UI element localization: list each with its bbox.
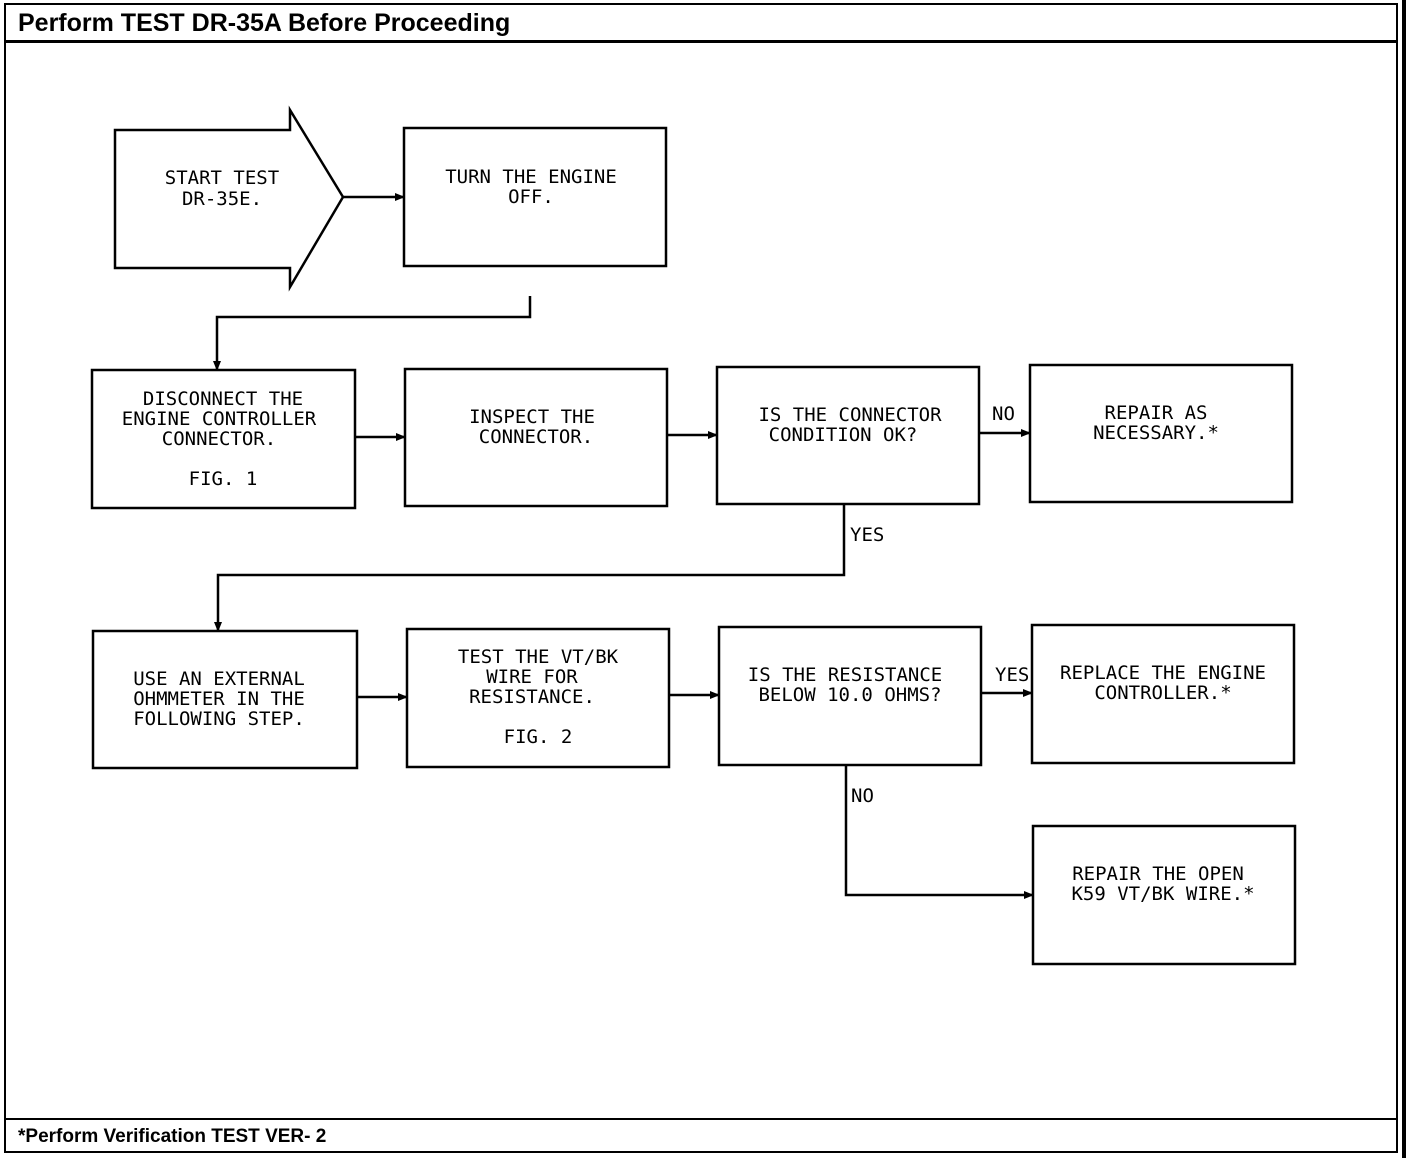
node-resistance-line-1: IS THE RESISTANCE xyxy=(748,664,942,686)
node-ohmmeter: USE AN EXTERNAL OHMMETER IN THE FOLLOWIN… xyxy=(91,629,359,770)
node-disconnect-line-2: ENGINE CONTROLLER xyxy=(122,408,317,430)
node-connector-ok-line-1: IS THE CONNECTOR xyxy=(758,404,942,426)
node-disconnect-line-4: FIG. 1 xyxy=(189,468,258,490)
node-repair-open-line-2: K59 VT/BK WIRE.* xyxy=(1071,883,1254,905)
node-repair-open: REPAIR THE OPEN K59 VT/BK WIRE.* xyxy=(1031,824,1297,966)
node-replace-line-1: REPLACE THE ENGINE xyxy=(1060,662,1266,684)
node-test-wire: TEST THE VT/BK WIRE FOR RESISTANCE. FIG.… xyxy=(405,627,671,769)
node-inspect-line-2: CONNECTOR. xyxy=(479,426,593,448)
edge-resistance-no xyxy=(844,765,1034,899)
node-disconnect-line-3: CONNECTOR. xyxy=(162,428,276,450)
node-connector-ok-line-2: CONDITION OK? xyxy=(769,424,918,446)
node-engine-off: TURN THE ENGINE OFF. xyxy=(402,126,668,268)
page-title: Perform TEST DR-35A Before Proceeding xyxy=(6,3,1396,43)
edge-connector-ok-yes xyxy=(214,504,846,632)
footer-note: *Perform Verification TEST VER- 2 xyxy=(6,1118,1396,1152)
node-connector-ok: IS THE CONNECTOR CONDITION OK? xyxy=(715,365,981,506)
node-ohmmeter-line-2: OHMMETER IN THE xyxy=(133,688,305,710)
node-repair-line-2: NECESSARY.* xyxy=(1093,422,1219,444)
edge-engine-off-to-disconnect xyxy=(213,296,532,371)
node-start-line-1: START TEST xyxy=(165,167,279,189)
node-disconnect: DISCONNECT THE ENGINE CONTROLLER CONNECT… xyxy=(90,368,357,510)
node-disconnect-line-1: DISCONNECT THE xyxy=(143,388,303,410)
node-resistance: IS THE RESISTANCE BELOW 10.0 OHMS? xyxy=(717,625,983,767)
node-replace: REPLACE THE ENGINE CONTROLLER.* xyxy=(1030,623,1296,765)
label-resistance-yes: YES xyxy=(995,664,1029,686)
node-engine-off-line-1: TURN THE ENGINE xyxy=(445,166,617,188)
label-connector-yes: YES xyxy=(850,524,884,546)
node-repair: REPAIR AS NECESSARY.* xyxy=(1028,363,1294,504)
node-inspect: INSPECT THE CONNECTOR. xyxy=(403,367,669,508)
node-repair-line-1: REPAIR AS xyxy=(1105,402,1208,424)
label-resistance-no: NO xyxy=(851,785,874,807)
label-connector-no: NO xyxy=(992,403,1015,425)
node-test-wire-line-4: FIG. 2 xyxy=(504,726,573,748)
node-engine-off-line-2: OFF. xyxy=(508,186,554,208)
node-test-wire-line-1: TEST THE VT/BK xyxy=(458,646,619,668)
node-start-line-2: DR-35E. xyxy=(182,188,262,210)
node-inspect-line-1: INSPECT THE xyxy=(469,406,595,428)
node-ohmmeter-line-1: USE AN EXTERNAL xyxy=(133,668,305,690)
node-test-wire-line-2: WIRE FOR xyxy=(486,666,578,688)
node-repair-open-line-1: REPAIR THE OPEN xyxy=(1072,863,1244,885)
node-replace-line-2: CONTROLLER.* xyxy=(1094,682,1231,704)
node-test-wire-line-3: RESISTANCE. xyxy=(469,686,595,708)
node-start: START TEST DR-35E. xyxy=(113,105,345,292)
page-edge-bar xyxy=(1402,0,1406,1158)
node-ohmmeter-line-3: FOLLOWING STEP. xyxy=(133,708,305,730)
node-resistance-line-2: BELOW 10.0 OHMS? xyxy=(758,684,941,706)
